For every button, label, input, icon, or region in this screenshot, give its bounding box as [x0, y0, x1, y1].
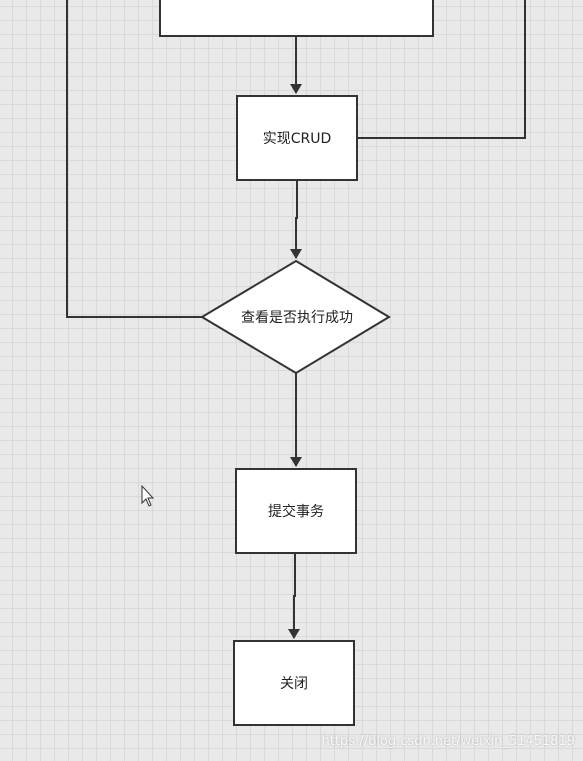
- crud-process-box[interactable]: 实现CRUD: [236, 95, 358, 181]
- close-process-label: 关闭: [280, 676, 308, 692]
- crud-process-label: 实现CRUD: [262, 131, 332, 147]
- mouse-pointer-icon: [141, 484, 155, 507]
- decision-label: 查看是否执行成功: [210, 300, 384, 334]
- commit-process-box[interactable]: 提交事务: [235, 468, 357, 554]
- arrow-crud-to-check: [290, 180, 302, 259]
- arrow-commit-to-close: [288, 553, 300, 639]
- connector-crud-right-loop: [357, 0, 526, 139]
- commit-process-label: 提交事务: [268, 504, 324, 520]
- connector-check-left-loop: [66, 0, 202, 318]
- watermark-url: https://blog.csdn.net/weixin_51451819: [321, 734, 575, 749]
- top-process-box[interactable]: [159, 0, 434, 37]
- decision-label-text: 查看是否执行成功: [241, 310, 353, 326]
- close-process-box[interactable]: 关闭: [233, 640, 355, 726]
